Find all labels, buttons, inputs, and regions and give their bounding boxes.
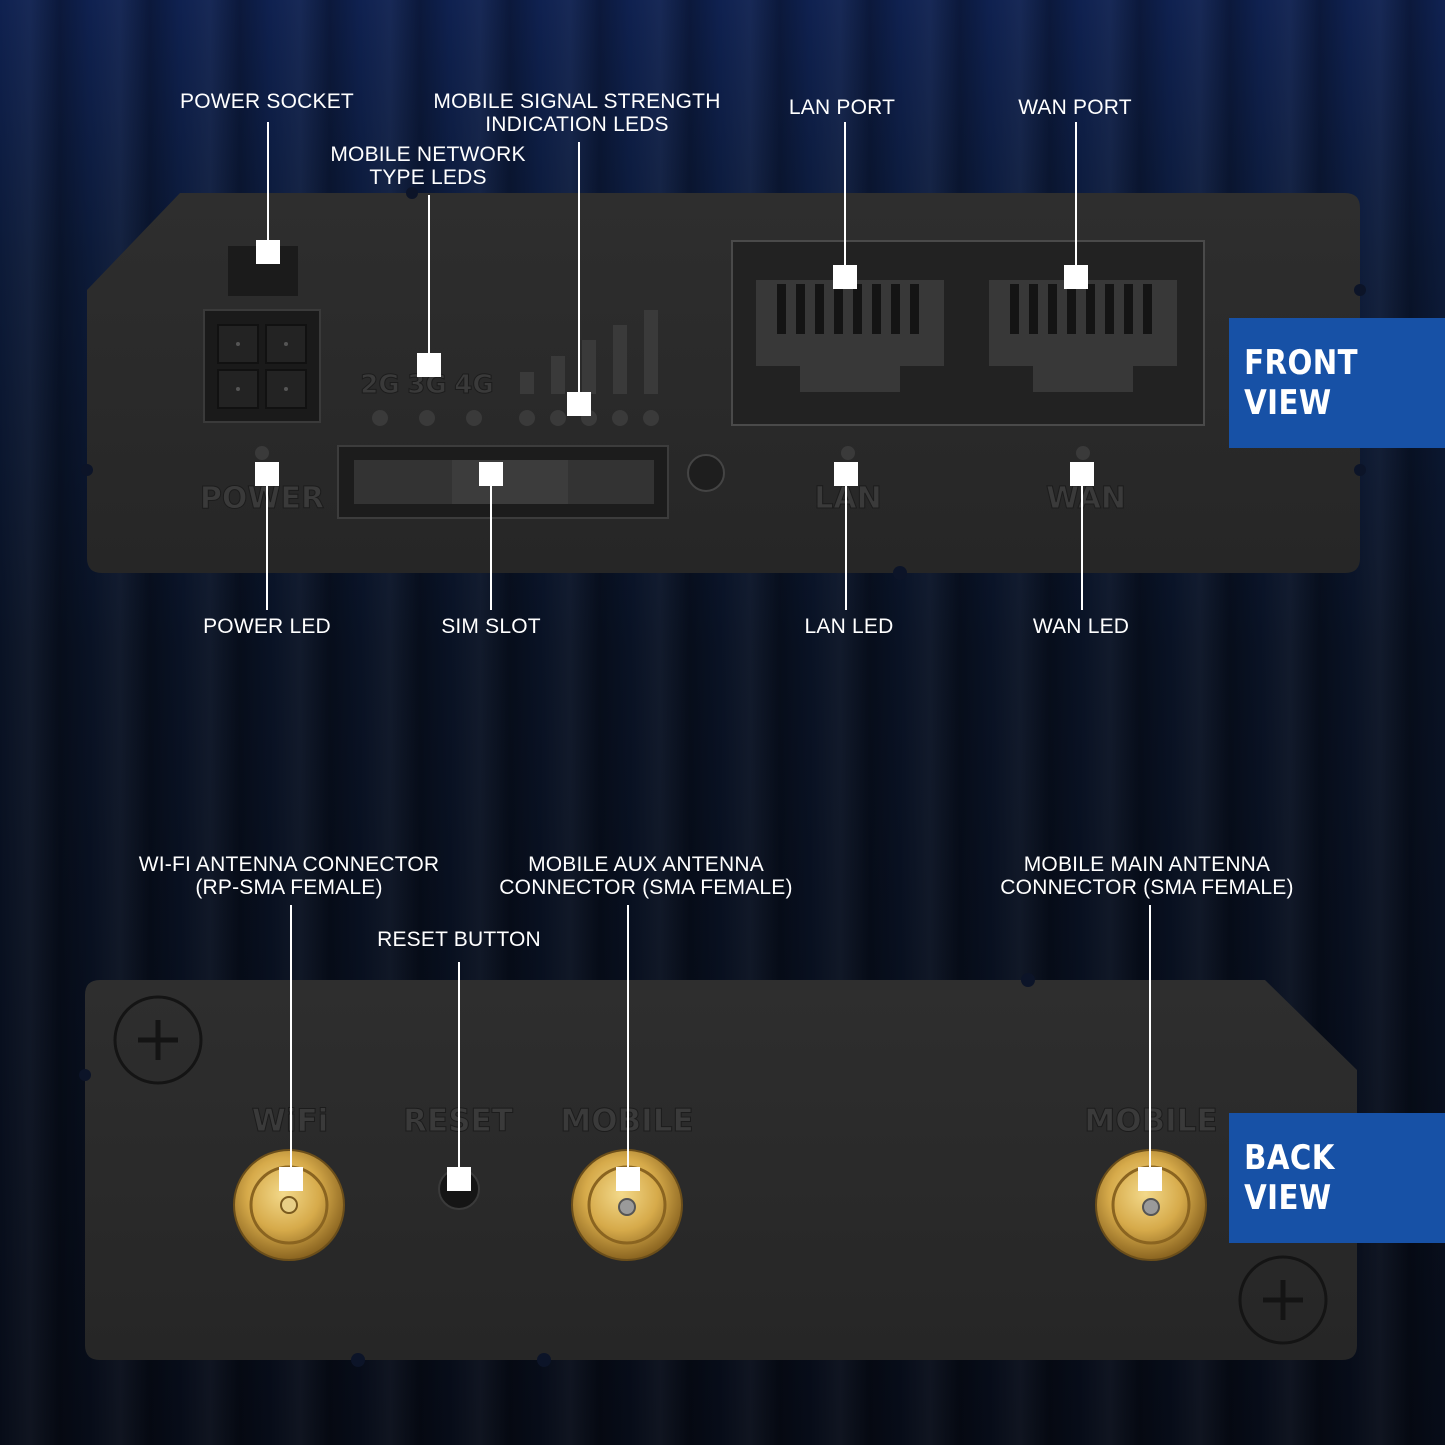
lan-text: LAN — [814, 481, 881, 516]
signal-bars — [520, 310, 658, 394]
wan-port — [989, 280, 1177, 392]
marker-wan-led — [1070, 462, 1094, 486]
sim-slot — [337, 445, 669, 519]
rj45-pin-slot — [853, 284, 862, 334]
marker-wan-port — [1064, 265, 1088, 289]
rj45-pin-slot — [1067, 284, 1076, 334]
lan-port — [756, 280, 944, 392]
wan-led — [1076, 446, 1090, 460]
rj45-pin-slot — [1029, 284, 1038, 334]
marker-reset-button — [447, 1167, 471, 1191]
label-wan-port: WAN PORT — [1018, 96, 1132, 119]
rj45-pin-slot — [910, 284, 919, 334]
back-panel: WiFi RESET MOBILE MOBILE — [79, 973, 1357, 1367]
power-text: POWER — [200, 481, 324, 516]
label-lan-port: LAN PORT — [788, 96, 896, 119]
rj45-pin-slot — [1086, 284, 1095, 334]
network-type-4g: 4G — [454, 370, 493, 400]
network-type-2g: 2G — [360, 370, 399, 400]
callout-markers — [255, 240, 1162, 1191]
marker-power-socket — [256, 240, 280, 264]
rj45-pin-slot — [834, 284, 843, 334]
label-mobile-main-antenna: MOBILE MAIN ANTENNA CONNECTOR (SMA FEMAL… — [1000, 853, 1294, 899]
label-power-led: POWER LED — [203, 615, 331, 638]
rj45-pin-slot — [1143, 284, 1152, 334]
power-led — [255, 446, 269, 460]
marker-lan-port — [833, 265, 857, 289]
label-mobile-aux-antenna: MOBILE AUX ANTENNA CONNECTOR (SMA FEMALE… — [499, 853, 793, 899]
back-panel-body — [85, 980, 1357, 1360]
label-sim-slot: SIM SLOT — [441, 615, 541, 638]
label-reset-button: RESET BUTTON — [377, 928, 541, 951]
marker-lan-led — [834, 462, 858, 486]
rj45-pin-slot — [815, 284, 824, 334]
screw-top-left — [113, 995, 203, 1085]
rj45-pin-slot — [1048, 284, 1057, 334]
label-mobile-network-type-leds: MOBILE NETWORK TYPE LEDS — [330, 143, 526, 189]
marker-mobile-aux — [616, 1167, 640, 1191]
rj45-pin-slot — [872, 284, 881, 334]
marker-network-type-leds — [417, 353, 441, 377]
lan-led — [841, 446, 855, 460]
rj45-pin-slot — [891, 284, 900, 334]
marker-power-led — [255, 462, 279, 486]
label-mobile-signal-strength-leds: MOBILE SIGNAL STRENGTH INDICATION LEDS — [433, 90, 721, 136]
rj45-pin-slot — [1124, 284, 1133, 334]
reset-hole-front — [687, 454, 725, 492]
marker-sim-slot — [479, 462, 503, 486]
wan-text: WAN — [1046, 481, 1126, 516]
rj45-pin-slot — [1105, 284, 1114, 334]
network-type-leds — [372, 410, 482, 426]
label-lan-led: LAN LED — [804, 615, 894, 638]
signal-leds — [519, 410, 659, 426]
front-view-badge: FRONT VIEW — [1229, 318, 1445, 448]
wifi-antenna-connector — [233, 1149, 345, 1261]
rj45-pin-slot — [796, 284, 805, 334]
back-view-badge: BACK VIEW — [1229, 1113, 1445, 1243]
rj45-pin-slot — [777, 284, 786, 334]
marker-signal-leds — [567, 392, 591, 416]
screw-bottom-right — [1238, 1255, 1328, 1345]
marker-wifi-antenna — [279, 1167, 303, 1191]
front-panel: 2G 3G 4G POWER — [81, 187, 1366, 580]
rj45-pin-slot — [1010, 284, 1019, 334]
label-wifi-antenna: WI-FI ANTENNA CONNECTOR (RP-SMA FEMALE) — [138, 853, 440, 899]
callout-lines — [266, 122, 1151, 1179]
label-power-socket: POWER SOCKET — [180, 90, 354, 113]
marker-mobile-main — [1138, 1167, 1162, 1191]
label-wan-led: WAN LED — [1032, 615, 1130, 638]
